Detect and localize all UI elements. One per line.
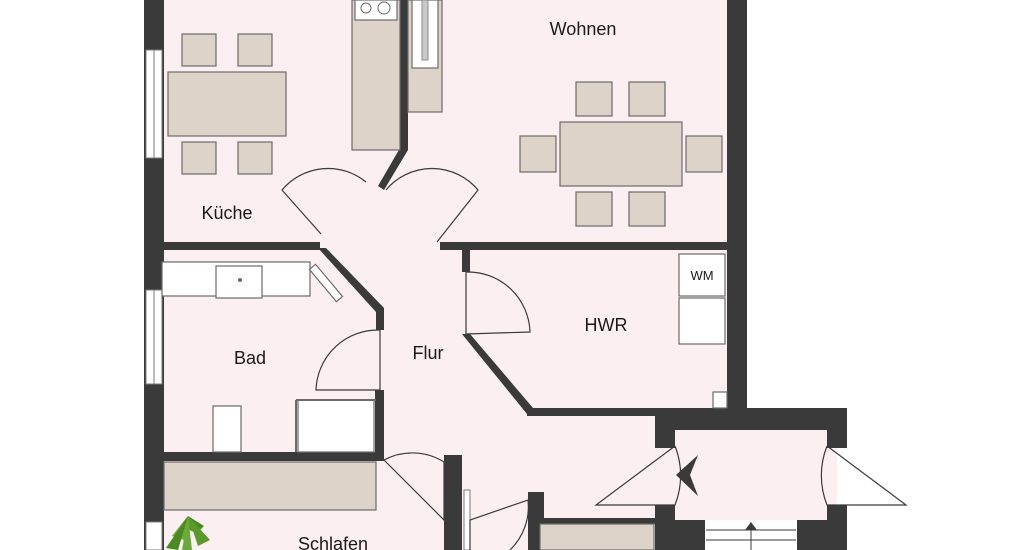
door-bath bbox=[315, 329, 381, 391]
kitchen-chair bbox=[237, 141, 273, 175]
label-hwr: HWR bbox=[585, 315, 628, 335]
living-chair bbox=[575, 81, 613, 117]
stairs-arrow-icon bbox=[745, 522, 757, 530]
label-flur: Flur bbox=[413, 343, 444, 363]
doors bbox=[281, 167, 908, 550]
drain-icon bbox=[238, 278, 242, 282]
label-kueche: Küche bbox=[201, 203, 252, 223]
plant-icon bbox=[166, 516, 210, 550]
wall-lower-right bbox=[536, 518, 656, 524]
bath-fixtures bbox=[161, 261, 376, 453]
lower-cabinet bbox=[539, 523, 655, 550]
schlafen-furniture bbox=[163, 461, 655, 550]
wall-entry-left-bottom bbox=[655, 505, 675, 550]
kitchen-counter bbox=[351, 0, 401, 151]
hwr-fixtures: WM bbox=[678, 253, 728, 409]
living-chair bbox=[519, 135, 557, 173]
wall-schlafen-right bbox=[444, 455, 462, 550]
door-schlafen bbox=[383, 452, 445, 522]
door-kitchen bbox=[281, 167, 367, 235]
kitchen-chair bbox=[181, 141, 217, 175]
wall-east bbox=[727, 0, 747, 412]
wall-hwr-bottom bbox=[527, 408, 657, 416]
wall-entry-top bbox=[655, 408, 847, 430]
door-entry-right bbox=[820, 445, 908, 506]
kitchen-table bbox=[167, 71, 287, 137]
toilet bbox=[212, 405, 242, 453]
wall-entry-left-top bbox=[655, 408, 675, 448]
stove-top bbox=[354, 0, 398, 21]
door-lower bbox=[469, 499, 529, 550]
door-entry-left bbox=[594, 445, 682, 506]
wall-entry-inner-left bbox=[675, 520, 705, 550]
wall-bath-diagonal bbox=[318, 248, 384, 330]
wall-entry-right-top bbox=[827, 408, 847, 448]
shaft bbox=[712, 391, 728, 409]
stove-burner-icon bbox=[360, 2, 372, 14]
door-hwr bbox=[465, 271, 531, 335]
living-chair bbox=[628, 191, 666, 227]
windows bbox=[145, 49, 471, 550]
wardrobe bbox=[163, 461, 377, 511]
entry-arrow-icon bbox=[676, 455, 698, 496]
shower-tray bbox=[297, 399, 375, 453]
wall-kitchen-bottom bbox=[162, 242, 320, 250]
wall-entry-right-bottom bbox=[827, 505, 847, 550]
living-furniture bbox=[519, 81, 723, 227]
wall-kitchen-corner bbox=[378, 148, 408, 190]
door-living bbox=[385, 168, 479, 243]
label-schlafen: Schlafen bbox=[298, 534, 368, 550]
wall-bath-right bbox=[375, 390, 384, 452]
wall-hwr-left-top bbox=[462, 250, 470, 272]
washing-machine-label: WM bbox=[690, 268, 713, 283]
living-chair bbox=[575, 191, 613, 227]
dryer bbox=[678, 297, 726, 345]
wall-entry-inner-right bbox=[797, 520, 827, 550]
wall-bath-bottom bbox=[162, 452, 384, 461]
living-chair bbox=[685, 135, 723, 173]
window-schlafen bbox=[145, 521, 163, 550]
kitchen-chair bbox=[237, 33, 273, 67]
room-labels: Wohnen Küche Bad Flur HWR Schlafen bbox=[201, 19, 627, 550]
living-chair bbox=[628, 81, 666, 117]
kitchen-furniture bbox=[167, 0, 443, 175]
sink bbox=[215, 265, 263, 299]
kitchen-chair bbox=[181, 33, 217, 67]
wall-hwr-diagonal bbox=[462, 334, 533, 414]
living-table bbox=[559, 121, 683, 187]
radiator bbox=[308, 263, 344, 303]
washing-machine bbox=[678, 253, 726, 297]
wall-living-bottom bbox=[440, 242, 730, 250]
window-lower bbox=[463, 489, 471, 550]
label-bad: Bad bbox=[234, 348, 266, 368]
wall-kitchen-living bbox=[400, 0, 408, 150]
label-wohnen: Wohnen bbox=[550, 19, 617, 39]
stove-burner-icon bbox=[377, 1, 391, 15]
